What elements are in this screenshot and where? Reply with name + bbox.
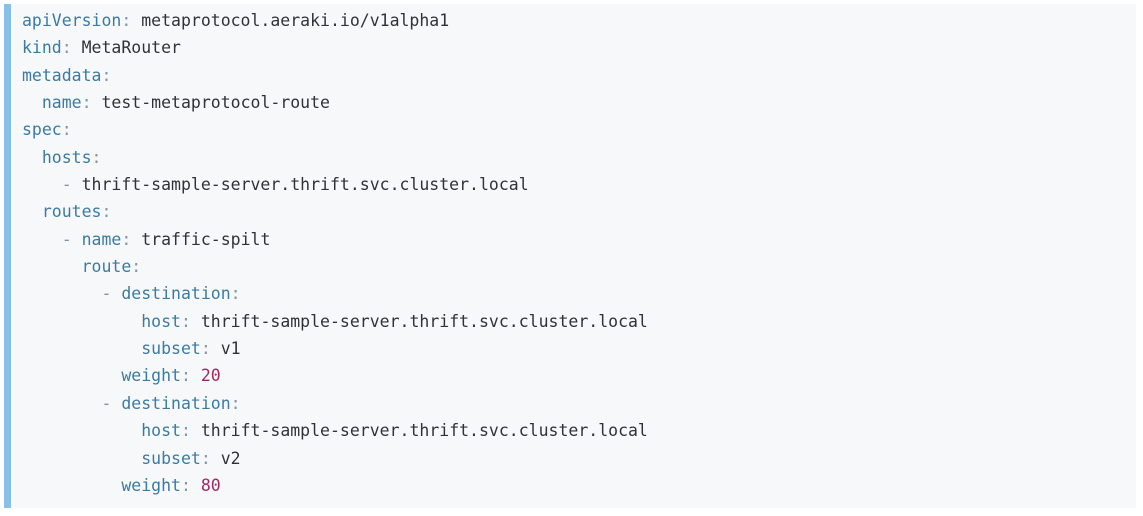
code-line: metadata: bbox=[22, 62, 1120, 89]
code-token bbox=[191, 312, 201, 331]
code-token: : bbox=[230, 393, 241, 413]
code-token: route bbox=[81, 257, 132, 277]
code-token bbox=[72, 38, 82, 57]
code-token: kind bbox=[22, 38, 62, 58]
code-token: : bbox=[180, 421, 191, 441]
code-token: v1 bbox=[220, 339, 241, 359]
code-token: thrift-sample-server.thrift.svc.cluster.… bbox=[81, 175, 529, 195]
code-token: : bbox=[91, 147, 102, 167]
code-token: metadata bbox=[22, 65, 102, 85]
code-token bbox=[22, 175, 62, 194]
code-token: 20 bbox=[200, 366, 221, 386]
code-token: subset bbox=[141, 448, 201, 468]
code-token bbox=[191, 421, 201, 440]
code-line: - name: traffic-spilt bbox=[22, 226, 1120, 253]
code-token: test-metaprotocol-route bbox=[101, 93, 330, 113]
code-line: - destination: bbox=[22, 390, 1120, 417]
code-token bbox=[22, 421, 141, 440]
code-line: hosts: bbox=[22, 144, 1120, 171]
code-token: metaprotocol.aeraki.io/v1alpha1 bbox=[141, 11, 450, 30]
code-token bbox=[22, 312, 141, 331]
code-line: subset: v1 bbox=[22, 335, 1120, 362]
code-line: host: thrift-sample-server.thrift.svc.cl… bbox=[22, 417, 1120, 444]
code-line: subset: v2 bbox=[22, 445, 1120, 472]
code-token: destination bbox=[121, 393, 231, 413]
code-token: name bbox=[41, 93, 82, 113]
code-token: MetaRouter bbox=[81, 38, 181, 58]
code-line: host: thrift-sample-server.thrift.svc.cl… bbox=[22, 308, 1120, 335]
code-token bbox=[131, 230, 141, 249]
code-token: - bbox=[101, 393, 112, 413]
code-token: traffic-spilt bbox=[141, 229, 271, 249]
code-token: : bbox=[61, 38, 72, 58]
code-line: spec: bbox=[22, 116, 1120, 143]
code-token bbox=[92, 93, 102, 112]
code-token bbox=[131, 11, 141, 30]
code-token: v2 bbox=[220, 448, 241, 468]
code-token bbox=[191, 366, 201, 385]
code-token: : bbox=[61, 120, 72, 140]
code-token: name bbox=[81, 229, 122, 249]
code-token bbox=[22, 257, 82, 276]
code-token bbox=[72, 230, 82, 249]
code-token bbox=[22, 394, 101, 413]
code-token: : bbox=[180, 311, 191, 331]
code-token: thrift-sample-server.thrift.svc.cluster.… bbox=[200, 421, 648, 441]
code-line: route: bbox=[22, 253, 1120, 280]
code-line: weight: 80 bbox=[22, 472, 1120, 499]
yaml-code-content: apiVersion: metaprotocol.aeraki.io/v1alp… bbox=[11, 4, 1136, 508]
code-token: : bbox=[180, 475, 191, 495]
code-line: weight: 20 bbox=[22, 362, 1120, 389]
code-line: apiVersion: metaprotocol.aeraki.io/v1alp… bbox=[22, 7, 1120, 34]
code-token bbox=[22, 202, 42, 221]
code-token: - bbox=[61, 229, 72, 249]
code-token: : bbox=[230, 284, 241, 304]
code-token: : bbox=[200, 448, 211, 468]
code-token: : bbox=[200, 339, 211, 359]
code-token: : bbox=[121, 229, 132, 249]
code-token bbox=[22, 476, 121, 495]
code-token bbox=[22, 93, 42, 112]
code-token: - bbox=[61, 175, 72, 195]
code-token: : bbox=[131, 257, 142, 277]
code-line: - thrift-sample-server.thrift.svc.cluste… bbox=[22, 171, 1120, 198]
code-token bbox=[211, 339, 221, 358]
code-token bbox=[22, 339, 141, 358]
code-token: weight bbox=[121, 475, 181, 495]
code-token: hosts bbox=[41, 147, 92, 167]
yaml-code-block: apiVersion: metaprotocol.aeraki.io/v1alp… bbox=[4, 4, 1136, 508]
code-token bbox=[111, 394, 121, 413]
code-token bbox=[111, 284, 121, 303]
code-token: : bbox=[121, 11, 132, 30]
code-token bbox=[22, 366, 121, 385]
code-token bbox=[22, 230, 62, 249]
code-token bbox=[72, 175, 82, 194]
code-token: : bbox=[81, 93, 92, 113]
code-token: thrift-sample-server.thrift.svc.cluster.… bbox=[200, 311, 648, 331]
code-line: kind: MetaRouter bbox=[22, 34, 1120, 61]
code-token: spec bbox=[22, 120, 62, 140]
code-token: 80 bbox=[200, 475, 221, 495]
code-token: : bbox=[180, 366, 191, 386]
code-token: - bbox=[101, 284, 112, 304]
code-token: host bbox=[141, 311, 181, 331]
code-token bbox=[22, 284, 101, 303]
code-token: : bbox=[101, 65, 112, 85]
code-block-accent-bar bbox=[4, 4, 11, 508]
code-token bbox=[22, 148, 42, 167]
code-line: - destination: bbox=[22, 280, 1120, 307]
code-token bbox=[22, 449, 141, 468]
code-token: apiVersion bbox=[22, 11, 122, 30]
code-token bbox=[211, 449, 221, 468]
code-token bbox=[191, 476, 201, 495]
code-line: routes: bbox=[22, 198, 1120, 225]
code-token: : bbox=[101, 202, 112, 222]
code-token: routes bbox=[41, 202, 102, 222]
code-line: name: test-metaprotocol-route bbox=[22, 89, 1120, 116]
code-token: weight bbox=[121, 366, 181, 386]
code-token: destination bbox=[121, 284, 231, 304]
code-token: host bbox=[141, 421, 181, 441]
code-token: subset bbox=[141, 339, 201, 359]
